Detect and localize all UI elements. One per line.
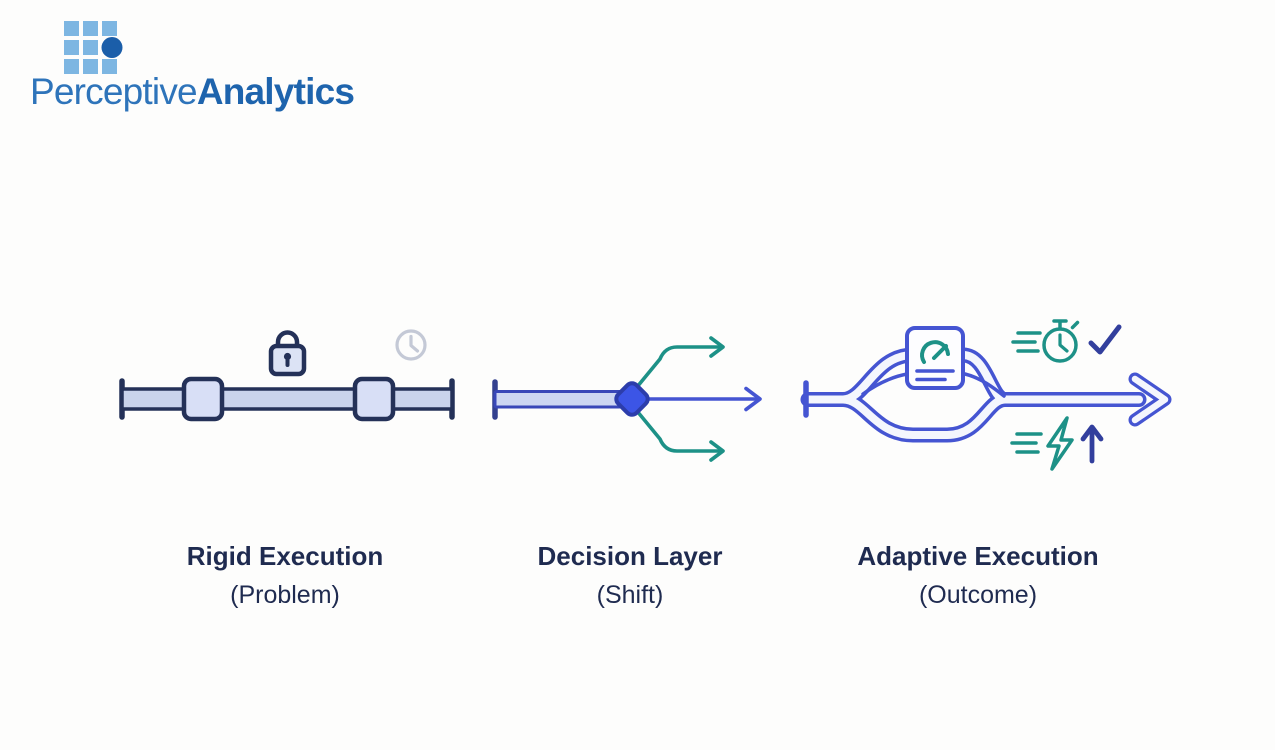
split-merge-flow-icon xyxy=(800,347,1172,443)
stage-subtitle: (Problem) xyxy=(230,581,340,609)
adaptive-execution-illustration xyxy=(800,319,1172,471)
stage-label-adaptive-execution: Adaptive Execution (Outcome) xyxy=(818,541,1138,610)
stage-title: Decision Layer xyxy=(537,541,723,571)
speed-lines-time-icon xyxy=(1011,331,1042,353)
rail-block xyxy=(352,376,396,422)
fixed-rail-icon xyxy=(119,376,455,422)
stage-subtitle: (Outcome) xyxy=(918,581,1038,609)
up-arrow-icon xyxy=(1080,424,1104,464)
logo-grid-icon xyxy=(64,21,123,74)
clock-icon xyxy=(395,329,427,361)
stage-subtitle: (Shift) xyxy=(596,581,664,609)
main-flow-arrow-icon xyxy=(643,386,762,412)
speed-lines-energy-icon xyxy=(1010,432,1043,454)
stage-label-decision-layer: Decision Layer (Shift) xyxy=(490,541,770,610)
decision-diamond-icon xyxy=(614,381,650,417)
stage-label-rigid-execution: Rigid Execution (Problem) xyxy=(145,541,425,610)
brand-name-regular: Perceptive xyxy=(30,71,198,112)
stopwatch-icon xyxy=(1042,319,1080,363)
lightning-icon xyxy=(1046,416,1074,471)
stage-title: Rigid Execution xyxy=(186,541,384,571)
input-rail-icon xyxy=(492,379,623,420)
branch-arrow-down-icon xyxy=(635,409,725,462)
decision-layer-illustration xyxy=(492,336,762,462)
lock-icon xyxy=(268,330,307,377)
branch-arrow-up-icon xyxy=(635,336,725,389)
logo-dot-icon xyxy=(101,37,123,58)
gauge-card-icon xyxy=(905,326,965,390)
brand-logo: PerceptiveAnalytics xyxy=(30,71,355,113)
checkmark-icon xyxy=(1088,324,1122,355)
brand-name-bold: Analytics xyxy=(196,71,355,112)
rigid-execution-illustration xyxy=(119,329,455,422)
stage-title: Adaptive Execution xyxy=(857,541,1099,571)
rail-block xyxy=(181,376,225,422)
